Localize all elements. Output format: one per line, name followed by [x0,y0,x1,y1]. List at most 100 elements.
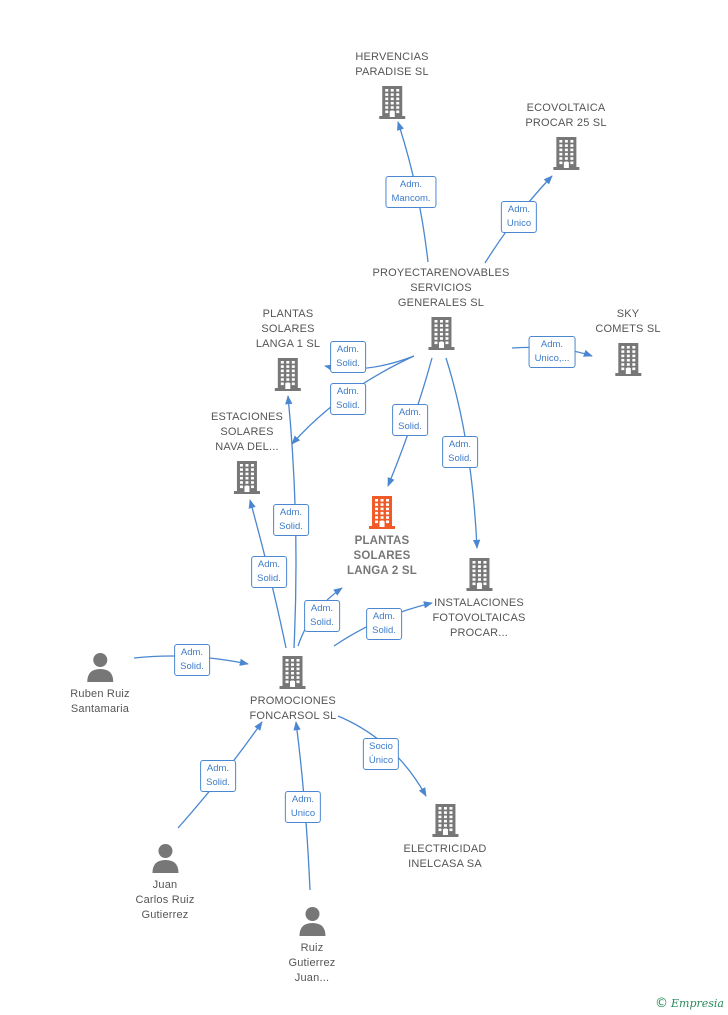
edge-role-label[interactable]: Adm.Solid. [273,504,309,536]
node-label-line: PARADISE SL [355,66,429,78]
building-icon [250,654,337,690]
edge-role-label[interactable]: Adm.Unico,... [528,336,576,368]
node-label-line: PLANTAS [262,308,314,320]
node-label-line: FONCARSOL SL [249,710,337,722]
node-label-line: PROCAR 25 SL [525,117,607,129]
edge-role-text: Solid. [448,453,472,464]
edge-role-text: Adm. [507,204,531,215]
edge-role-text: Único [368,755,394,766]
company-node-langa2[interactable]: PLANTAS SOLARES LANGA 2 SL [347,494,417,579]
node-label-line: INSTALACIONES [434,597,524,609]
edge-role-text: Adm. [448,439,472,450]
company-node-electricidad[interactable]: ELECTRICIDAD INELCASA SA [403,802,486,872]
node-label-line: Carlos Ruiz [135,894,195,906]
edge-role-text: Solid. [257,573,281,584]
node-label-line: LANGA 1 SL [255,338,321,350]
edge-role-label[interactable]: Adm.Solid. [174,644,210,676]
company-node-instalaciones[interactable]: INSTALACIONES FOTOVOLTAICAS PROCAR... [432,556,525,641]
building-icon [211,459,283,495]
edge-role-text: Adm. [257,559,281,570]
person-icon [135,842,194,874]
node-label-line: Ruiz [300,942,324,954]
company-node-nava[interactable]: ESTACIONES SOLARES NAVA DEL... [211,410,283,495]
edge-role-label[interactable]: Adm. Unico [500,201,538,233]
edge-role-label[interactable]: Adm. Mancom. [385,176,437,208]
node-label: PROYECTARENOVABLES SERVICIOS GENERALES SL [372,266,509,311]
node-label-line: Juan... [294,972,330,984]
edge-role-text: Adm. [372,611,396,622]
edge-role-label[interactable]: Adm. Unico [284,791,322,823]
node-label-line: Gutierrez [288,957,336,969]
edge-role-text: Solid. [372,625,396,636]
node-label: INSTALACIONES FOTOVOLTAICAS PROCAR... [432,596,525,641]
edge-role-text: Adm. [540,339,564,350]
node-label-line: PROYECTARENOVABLES [372,267,510,279]
edge-role-label[interactable]: Adm. Solid. [330,383,366,415]
brand-name: Empresia [671,997,724,1010]
edge-role-text: Solid. [336,400,360,411]
edge-role-text: Adm. [336,344,360,355]
edge-role-text: Adm. [336,386,360,397]
node-label-line: Juan [152,879,178,891]
node-label-line: ECOVOLTAICA [526,102,606,114]
node-label-line: Ruben Ruiz [70,688,130,700]
node-label-line: HERVENCIAS [355,51,429,63]
building-icon [525,135,606,171]
edge-role-text: Adm. [399,179,423,190]
company-node-ecovoltaica[interactable]: ECOVOLTAICA PROCAR 25 SL [525,101,606,171]
edge-role-text: Mancom. [391,193,431,204]
node-label-line: PLANTAS [354,535,410,547]
edge-role-label[interactable]: Adm. Solid. [442,436,478,468]
edge-role-label[interactable]: Adm. Solid. [200,760,236,792]
node-label: PLANTAS SOLARES LANGA 2 SL [347,534,417,579]
edge-role-text: Unico [290,808,316,819]
company-node-hervencias[interactable]: HERVENCIAS PARADISE SL [355,50,429,120]
node-label-line: Santamaria [70,703,130,715]
edge-role-label[interactable]: Adm. Solid. [366,608,402,640]
node-label-line: SKY [616,308,640,320]
node-label-line: SERVICIOS [410,282,472,294]
building-icon [256,356,320,392]
copyright-icon: © [655,996,668,1011]
edge-role-text: Adm. [291,794,315,805]
company-node-proyecta[interactable]: PROYECTARENOVABLES SERVICIOS GENERALES SL [372,266,509,351]
edge-role-label[interactable]: Adm. Solid. [251,556,287,588]
edge-role-text: Unico [506,218,532,229]
edge-role-text: Solid. [279,521,303,532]
node-label: ESTACIONES SOLARES NAVA DEL... [211,410,283,455]
node-label-line: FOTOVOLTAICAS [432,612,526,624]
node-label-line: SOLARES [220,426,274,438]
edge-role-text: Adm. [206,763,230,774]
building-icon [432,556,525,592]
node-label-line: LANGA 2 SL [347,565,417,577]
edge-role-label[interactable]: Adm. Solid. [392,404,428,436]
node-label-line: PROCAR... [449,627,509,639]
node-label-line: NAVA DEL... [215,441,279,453]
node-label-line: SOLARES [353,550,411,562]
edge-role-label[interactable]: Adm. Solid. [330,341,366,373]
person-icon [288,905,335,937]
edge-role-text: Solid. [398,421,422,432]
edge-role-text: Solid. [180,661,204,672]
edge-role-text: Adm. [398,407,422,418]
node-label-line: ESTACIONES [210,411,284,423]
edge-role-label[interactable]: Adm.Solid. [304,600,340,632]
node-label-line: ELECTRICIDAD [403,843,487,855]
node-label-line: GENERALES SL [397,297,485,309]
edge-role-text: Solid. [206,777,230,788]
edge-role-text: Solid. [336,358,360,369]
node-label-line: INELCASA SA [408,858,482,870]
person-icon [70,651,129,683]
brand-logo: ©Empresia [655,996,724,1011]
